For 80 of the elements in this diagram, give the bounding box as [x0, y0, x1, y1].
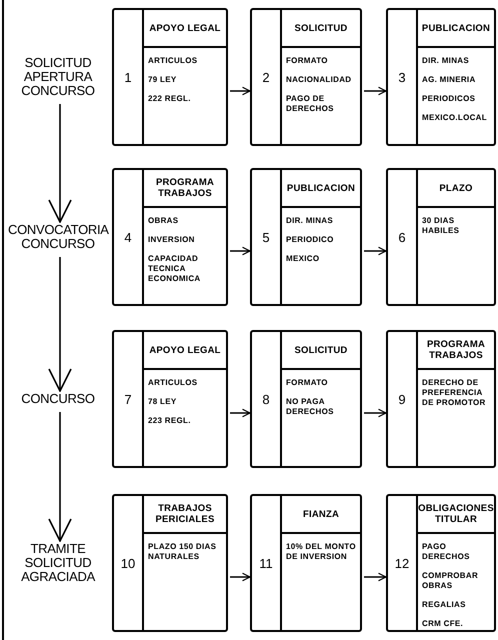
arrow: [230, 408, 251, 418]
step-item: PLAZO 150 DIAS NATURALES: [148, 542, 218, 562]
step-heading: APOYO LEGAL: [149, 22, 221, 34]
step-item: MEXICO: [286, 254, 320, 264]
step-number: 1: [124, 70, 132, 84]
arrow: [364, 246, 387, 256]
step-number: 6: [398, 230, 406, 244]
stage-label: SOLICITUD APERTURA CONCURSO: [8, 56, 108, 98]
step-number: 7: [124, 392, 132, 406]
step-item: 223 REGL.: [148, 416, 192, 426]
step-heading: SOLICITUD: [294, 22, 348, 34]
step-heading: APOYO LEGAL: [149, 344, 221, 356]
step-number: 2: [262, 70, 270, 84]
step-item: 78 LEY: [148, 397, 178, 407]
step-card: [250, 330, 362, 468]
step-heading: PUBLICACION: [422, 22, 490, 34]
step-card: [250, 494, 362, 632]
step-card: [386, 8, 496, 146]
step-heading: FIANZA: [302, 508, 340, 520]
arrow: [230, 246, 251, 256]
step-item: COMPROBAR OBRAS: [422, 571, 480, 591]
step-card: [112, 494, 228, 632]
step-heading: PROGRAMA TRABAJOS: [426, 339, 486, 361]
stage-label: CONVOCATORIA CONCURSO: [8, 223, 108, 251]
step-card: [112, 330, 228, 468]
step-item: DIR. MINAS: [286, 216, 334, 226]
step-item: PERIODICOS: [422, 94, 476, 104]
step-heading: SOLICITUD: [294, 344, 348, 356]
step-number: 10: [120, 556, 136, 570]
arrow: [364, 572, 387, 582]
arrow: [364, 86, 387, 96]
step-item: ARTICULOS: [148, 378, 198, 388]
step-item: FORMATO: [286, 378, 329, 388]
step-heading: PROGRAMA TRABAJOS: [154, 177, 216, 199]
step-item: OBRAS: [148, 216, 180, 226]
step-item: AG. MINERIA: [422, 75, 477, 85]
step-item: ARTICULOS: [148, 56, 198, 66]
step-item: 30 DIAS HABILES: [422, 216, 460, 236]
step-item: MEXICO.LOCAL: [422, 113, 488, 123]
arrow: [230, 572, 251, 582]
arrow: [364, 408, 387, 418]
step-item: CAPACIDAD TECNICA ECONOMICA: [148, 254, 202, 284]
step-item: NO PAGA DERECHOS: [286, 397, 335, 417]
step-heading: PUBLICACION: [286, 182, 356, 194]
step-number: 3: [398, 70, 406, 84]
step-number: 9: [398, 392, 406, 406]
arrow: [48, 257, 72, 392]
step-card: [386, 330, 496, 468]
step-number: 12: [394, 556, 410, 570]
step-card: [250, 8, 362, 146]
step-item: DIR. MINAS: [422, 56, 470, 66]
step-item: PAGO DE DERECHOS: [286, 94, 335, 114]
step-heading: PLAZO: [439, 182, 473, 194]
step-item: 79 LEY: [148, 75, 178, 85]
step-item: DERECHO DE PREFERENCIA DE PROMOTOR: [422, 378, 487, 408]
stage-label: CONCURSO: [8, 392, 108, 406]
arrow: [230, 86, 251, 96]
step-heading: TRABAJOS PERICIALES: [154, 503, 216, 525]
step-card: [112, 8, 228, 146]
arrow: [48, 412, 72, 542]
step-number: 11: [259, 556, 273, 570]
step-number: 4: [124, 230, 132, 244]
step-item: 222 REGL.: [148, 94, 192, 104]
step-item: INVERSION: [148, 235, 196, 245]
step-card: [386, 494, 496, 632]
step-item: PERIODICO: [286, 235, 335, 245]
step-number: 8: [262, 392, 270, 406]
step-item: NACIONALIDAD: [286, 75, 352, 85]
step-item: 10% DEL MONTO DE INVERSION: [286, 542, 357, 562]
arrow: [48, 104, 72, 223]
stage-label: TRAMITE SOLICITUD AGRACIADA: [8, 542, 108, 584]
step-item: FORMATO: [286, 56, 329, 66]
step-card: [386, 168, 496, 306]
step-card: [250, 168, 362, 306]
step-item: CRM CFE.: [422, 619, 464, 629]
step-item: REGALIAS: [422, 600, 467, 610]
step-item: PAGO DERECHOS: [422, 542, 471, 562]
step-card: [112, 168, 228, 306]
step-number: 5: [262, 230, 270, 244]
step-heading: OBLIGACIONES TITULAR: [418, 503, 494, 525]
